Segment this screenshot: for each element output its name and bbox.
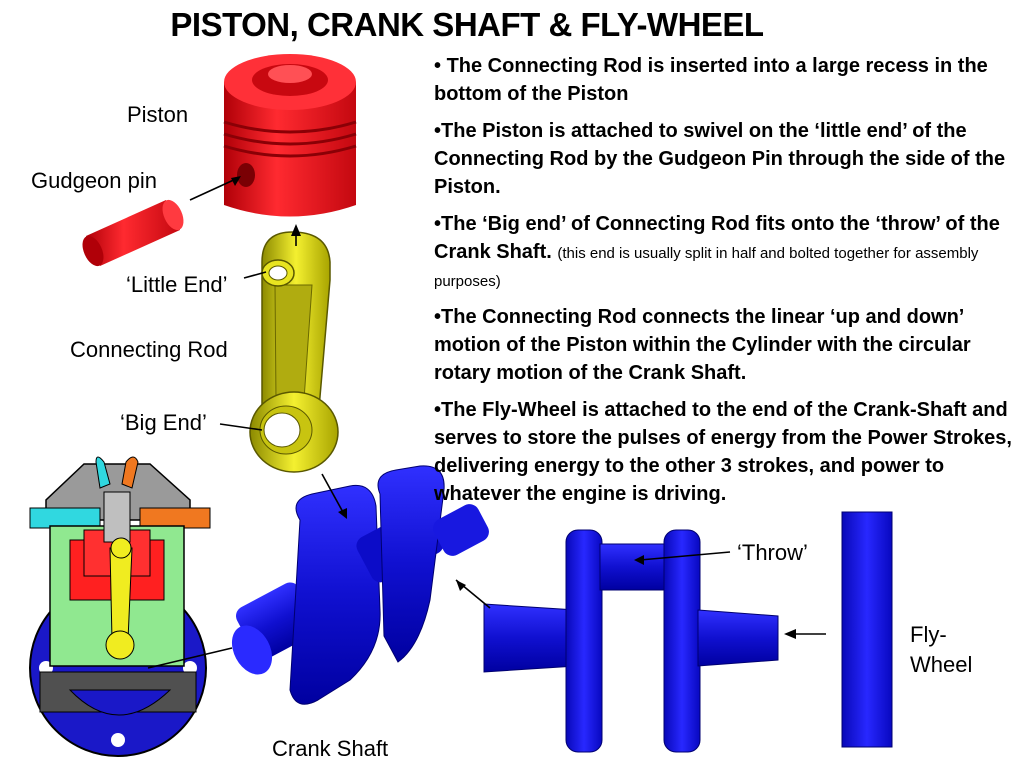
connecting-rod-illustration bbox=[249, 231, 339, 473]
label-gudgeon-pin: Gudgeon pin bbox=[31, 168, 157, 193]
crankshaft-side-view bbox=[483, 529, 779, 753]
label-big-end: ‘Big End’ bbox=[120, 410, 207, 435]
bullet-text: The ‘Big end’ of Connecting Rod fits ont… bbox=[434, 213, 1000, 263]
bullet-list: • The Connecting Rod is inserted into a … bbox=[434, 52, 1016, 517]
bullet-marker: • bbox=[434, 399, 442, 421]
bullet-text: The Piston is attached to swivel on the … bbox=[434, 120, 1006, 198]
label-fly-wheel: Fly- Wheel bbox=[910, 620, 972, 680]
label-throw: ‘Throw’ bbox=[737, 540, 808, 565]
crankshaft-illustration bbox=[231, 465, 489, 705]
bullet-marker: • bbox=[434, 213, 442, 235]
flywheel-illustration bbox=[841, 511, 893, 748]
bullet-text: The Connecting Rod is inserted into a la… bbox=[434, 55, 988, 105]
page-title: PISTON, CRANK SHAFT & FLY-WHEEL bbox=[170, 6, 764, 43]
label-piston: Piston bbox=[127, 102, 189, 127]
bullet-text: The Connecting Rod connects the linear ‘… bbox=[434, 306, 971, 384]
label-fly-wheel-line1: Fly- bbox=[910, 622, 947, 647]
bullet-marker: • bbox=[434, 120, 442, 142]
engine-cross-section bbox=[29, 456, 211, 757]
bullet-item: •The Fly-Wheel is attached to the end of… bbox=[434, 396, 1016, 508]
piston-illustration bbox=[223, 54, 357, 217]
bullet-note: (this end is usually split in half and b… bbox=[434, 245, 979, 290]
bullet-item: •The Connecting Rod connects the linear … bbox=[434, 303, 1016, 387]
label-crank-shaft: Crank Shaft bbox=[272, 736, 389, 761]
label-fly-wheel-line2: Wheel bbox=[910, 652, 973, 677]
bullet-marker: • bbox=[434, 55, 447, 77]
gudgeon-pin-illustration bbox=[82, 199, 184, 267]
bullet-item: •The Piston is attached to swivel on the… bbox=[434, 117, 1016, 201]
bullet-item: • The Connecting Rod is inserted into a … bbox=[434, 52, 1016, 108]
leader-lines bbox=[147, 176, 826, 669]
bullet-text: The Fly-Wheel is attached to the end of … bbox=[434, 399, 1012, 505]
label-little-end: ‘Little End’ bbox=[126, 272, 228, 297]
bullet-marker: • bbox=[434, 306, 442, 328]
bullet-item: •The ‘Big end’ of Connecting Rod fits on… bbox=[434, 210, 1016, 294]
label-connecting-rod: Connecting Rod bbox=[70, 337, 228, 362]
